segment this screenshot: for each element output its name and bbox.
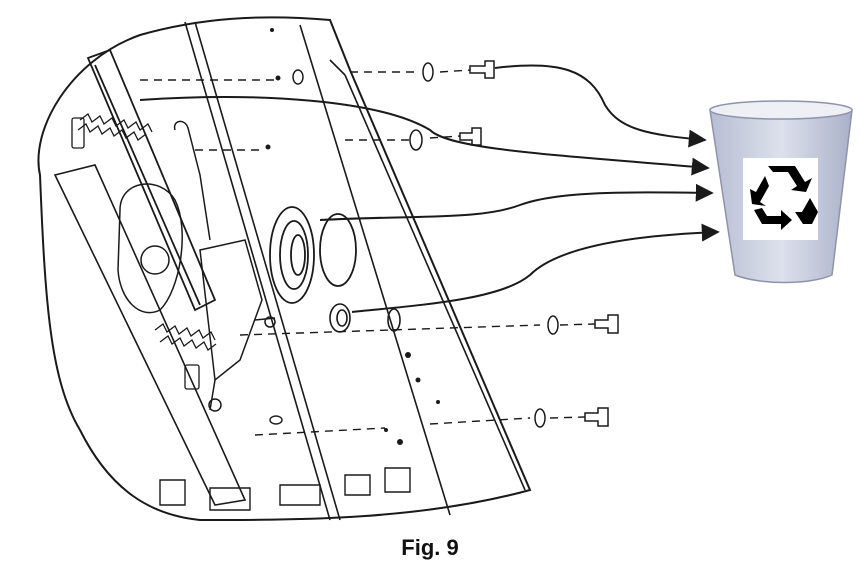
screw-icon (459, 60, 619, 427)
panel-outline (37, 16, 532, 522)
bushings (329, 303, 401, 333)
panel-rails (184, 21, 526, 521)
base-plate (53, 164, 247, 506)
seal-grommet (269, 206, 357, 304)
figure-caption: Fig. 9 (401, 535, 459, 560)
spring-icon (71, 113, 217, 390)
track-bar (86, 48, 217, 312)
panel-holes (265, 28, 440, 445)
assembly-diagram (37, 16, 853, 522)
disposal-arrows (139, 64, 720, 313)
recycle-symbol-icon (750, 166, 818, 230)
washer-icon (409, 62, 559, 428)
recycling-bin-icon (709, 100, 853, 284)
bottom-brackets (159, 467, 411, 511)
assembly-lines (140, 69, 596, 436)
latch-mechanism (117, 120, 276, 412)
